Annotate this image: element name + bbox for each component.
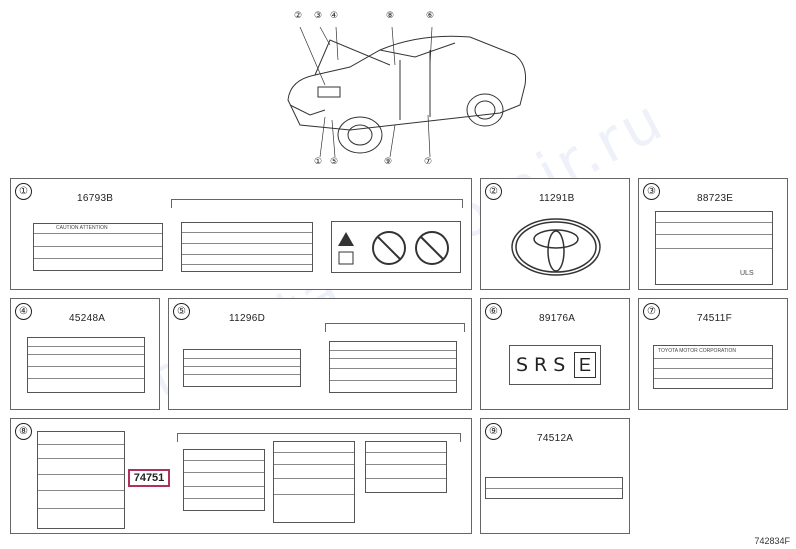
part-number: 11291B bbox=[539, 193, 575, 204]
highlighted-part-number[interactable]: 74751 bbox=[128, 469, 170, 487]
tire-label bbox=[27, 337, 145, 393]
panel-4: ④ 45248A bbox=[10, 298, 160, 410]
callout-6: ⑥ bbox=[426, 11, 435, 21]
toyota-emblem bbox=[511, 218, 601, 276]
callout-3: ③ bbox=[314, 11, 323, 21]
caution-label-header: CAUTION ATTENTION bbox=[56, 225, 108, 231]
panel-1: ① 16793B CAUTION ATTENTION bbox=[10, 178, 472, 290]
tire-label-c bbox=[365, 441, 447, 493]
panel-9: ⑨ 74512A bbox=[480, 418, 630, 534]
panel-number: ⑦ bbox=[643, 303, 660, 320]
panel-5: ⑤ 11296D bbox=[168, 298, 472, 410]
panel-number: ⑤ bbox=[173, 303, 190, 320]
part-number: 74511F bbox=[697, 313, 732, 324]
part-number: 89176A bbox=[539, 313, 576, 324]
panel-7: ⑦ 74511F TOYOTA MOTOR CORPORATION bbox=[638, 298, 788, 410]
part-number: 11296D bbox=[229, 313, 266, 324]
panel-number: ④ bbox=[15, 303, 32, 320]
label-header: ULS bbox=[740, 270, 754, 277]
fuel-label bbox=[485, 477, 623, 499]
certification-label: TOYOTA MOTOR CORPORATION bbox=[653, 345, 773, 389]
callout-1: ① bbox=[314, 157, 323, 167]
panel-number: ③ bbox=[643, 183, 660, 200]
srs-letter-box: E bbox=[574, 352, 596, 378]
tire-label-b bbox=[273, 441, 355, 523]
reference-number: 742834F bbox=[754, 536, 790, 546]
bracket-line bbox=[177, 433, 461, 442]
panel-2: ② 11291B bbox=[480, 178, 630, 290]
bracket-line bbox=[171, 199, 463, 208]
caution-label: CAUTION ATTENTION bbox=[33, 223, 163, 271]
srs-text: SRS bbox=[516, 354, 572, 376]
panel-3: ③ 88723E ULS bbox=[638, 178, 788, 290]
info-label bbox=[329, 341, 457, 393]
panel-number: ② bbox=[485, 183, 502, 200]
callout-5: ⑤ bbox=[330, 157, 339, 167]
part-number: 45248A bbox=[69, 313, 106, 324]
callout-7: ⑦ bbox=[424, 157, 433, 167]
panel-number: ⑧ bbox=[15, 423, 32, 440]
part-number: 88723E bbox=[697, 193, 734, 204]
tire-pressure-label bbox=[37, 431, 125, 529]
pictogram-label bbox=[331, 221, 461, 273]
bracket-line bbox=[325, 323, 465, 332]
tire-label-a bbox=[183, 449, 265, 511]
vacuum-label bbox=[183, 349, 301, 387]
panel-8: ⑧ 74751 bbox=[10, 418, 472, 534]
callout-8: ⑧ bbox=[386, 11, 395, 21]
car-drawing bbox=[287, 26, 526, 158]
part-number: 16793B bbox=[77, 193, 114, 204]
panel-6: ⑥ 89176A SRS E bbox=[480, 298, 630, 410]
part-number: 74512A bbox=[537, 433, 574, 444]
panel-number: ⑨ bbox=[485, 423, 502, 440]
vehicle-overview: ② ③ ④ ⑧ ⑥ ① ⑤ ⑨ ⑦ bbox=[270, 5, 530, 170]
emission-label: ULS bbox=[655, 211, 773, 285]
callout-9: ⑨ bbox=[384, 157, 393, 167]
callout-4: ④ bbox=[330, 11, 339, 21]
panel-number: ⑥ bbox=[485, 303, 502, 320]
callout-2: ② bbox=[294, 11, 303, 21]
srs-label: SRS E bbox=[509, 345, 601, 385]
panel-number: ① bbox=[15, 183, 32, 200]
warning-label bbox=[181, 222, 313, 272]
label-header: TOYOTA MOTOR CORPORATION bbox=[658, 348, 736, 354]
